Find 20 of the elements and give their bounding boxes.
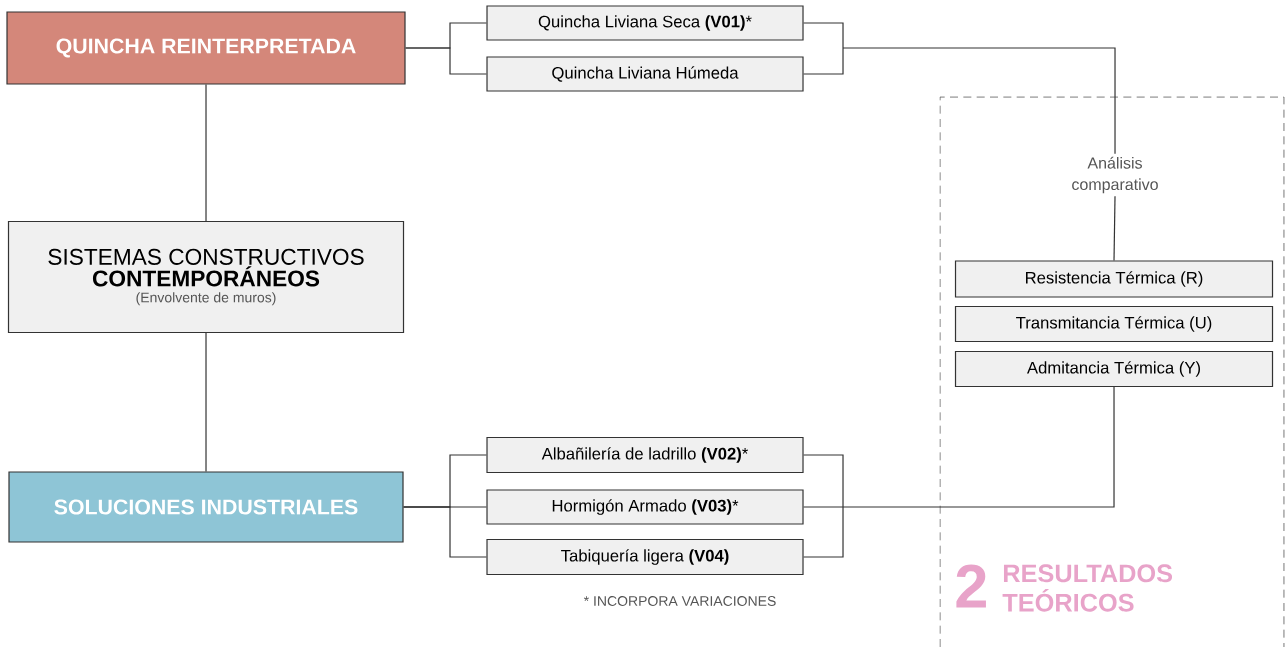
item-box: Quincha Liviana Húmeda	[486, 56, 804, 92]
item-box: Resistencia Térmica (R)	[954, 260, 1274, 298]
category-box: SOLUCIONES INDUSTRIALES	[8, 471, 404, 543]
connector-line	[403, 506, 487, 558]
item-box: Transmitancia Térmica (U)	[954, 305, 1274, 343]
category-box: QUINCHA REINTERPRETADA	[6, 11, 406, 85]
item-box: Quincha Liviana Seca (V01)*	[486, 5, 804, 41]
item-box: Albañilería de ladrillo (V02)*	[486, 436, 804, 474]
footnote-text: * INCORPORA VARIACIONES	[583, 596, 776, 606]
connector-line	[1113, 195, 1116, 261]
connector-line	[405, 47, 487, 75]
connector-line	[803, 386, 1115, 558]
item-box: Admitancia Térmica (Y)	[954, 350, 1274, 388]
connector-line	[803, 22, 1116, 155]
analysis-text: Análisis comparativo	[1072, 156, 1158, 194]
connector-line	[205, 332, 207, 472]
connector-line	[205, 84, 207, 222]
item-box: Hormigón Armado (V03)*	[486, 489, 804, 525]
system-box: SISTEMAS CONSTRUCTIVOS CONTEMPORÁNEOS (Envolvente de muros)	[7, 220, 405, 334]
item-box: Tabiquería ligera (V04)	[486, 538, 804, 576]
